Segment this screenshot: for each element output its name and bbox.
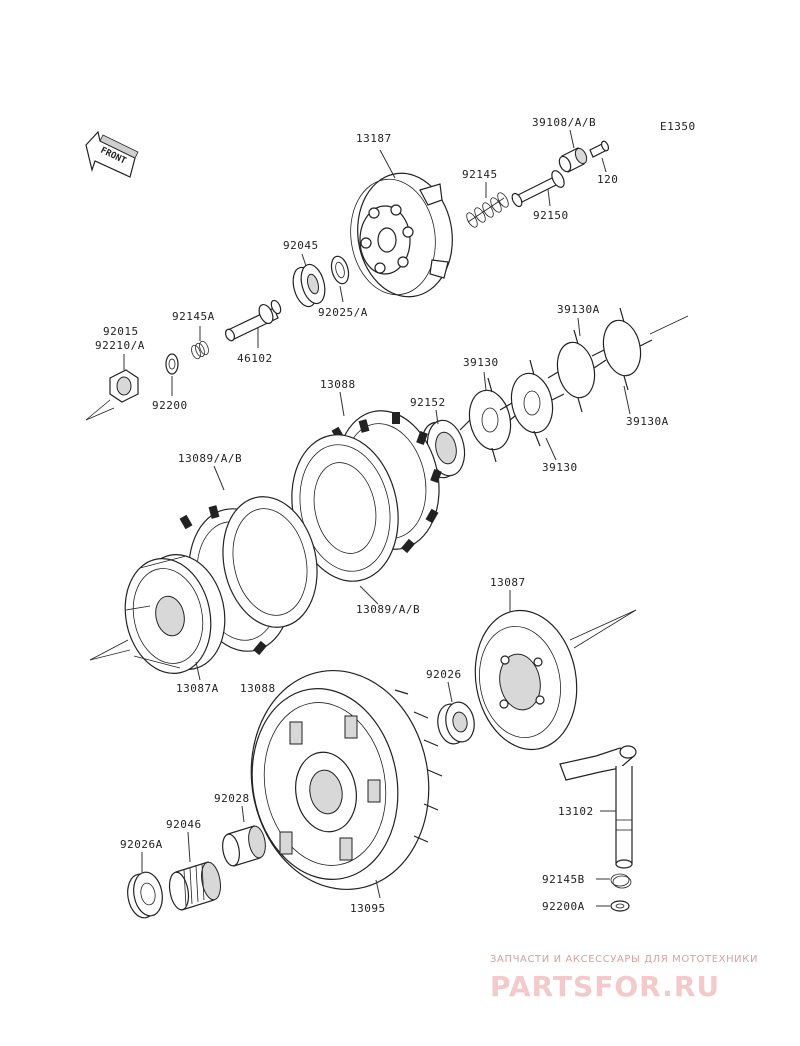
small-bolt: [589, 140, 610, 158]
label-39130A-right: 39130A: [626, 415, 669, 428]
release-shaft: [559, 745, 637, 869]
clutch-hub: [89, 553, 226, 675]
push-rod: [224, 299, 282, 342]
label-13187: 13187: [356, 132, 392, 145]
label-13102: 13102: [558, 805, 594, 818]
label-92025: 92025/A: [318, 306, 368, 319]
label-92045: 92045: [283, 239, 319, 252]
cam-plate-1: [459, 377, 521, 463]
watermark-brand: PARTSFOR.RU: [490, 970, 720, 1003]
label-120: 120: [597, 173, 618, 186]
label-13089-bottom: 13089/A/B: [356, 603, 420, 616]
lifter-holder: [558, 147, 588, 173]
sleeve: [222, 825, 266, 867]
thrust-washer-92026A: [127, 871, 163, 919]
clutch-boss: [474, 609, 637, 751]
label-92145: 92145: [462, 168, 498, 181]
return-spring: [610, 873, 632, 889]
pressure-plate: [350, 172, 453, 298]
needle-bearing-92046: [168, 861, 221, 911]
cam-plate-3: [547, 329, 607, 413]
nut-washer: [165, 353, 179, 375]
label-92028: 92028: [214, 792, 250, 805]
label-92026A: 92026A: [120, 838, 163, 851]
shaft-washer: [610, 900, 630, 912]
label-13087A: 13087A: [176, 682, 219, 695]
thrust-washer-92026: [437, 701, 475, 745]
label-92015: 92015: [103, 325, 139, 338]
label-92026-top: 92026: [426, 668, 462, 681]
front-arrow: FRONT: [85, 130, 139, 178]
label-13089-left: 13089/A/B: [178, 452, 242, 465]
label-13095: 13095: [350, 902, 386, 915]
clutch-housing: [250, 669, 443, 891]
label-13088-top: 13088: [320, 378, 356, 391]
label-39130A-top: 39130A: [557, 303, 600, 316]
push-rod-spring: [191, 340, 209, 360]
label-92150: 92150: [533, 209, 569, 222]
steel-plate-13089-left: [222, 496, 318, 628]
label-92046: 92046: [166, 818, 202, 831]
cam-plate-4: [591, 307, 689, 391]
bearing-washer: [330, 255, 350, 285]
label-92200: 92200: [152, 399, 188, 412]
spring-bolt: [511, 170, 565, 208]
label-46102: 46102: [237, 352, 273, 365]
label-92145B: 92145B: [542, 873, 585, 886]
cam-plate-2: [499, 359, 565, 447]
ball-bearing: [292, 263, 326, 308]
watermark-tagline: ЗАПЧАСТИ И АКСЕССУАРЫ ДЛЯ МОТОТЕХНИКИ: [490, 954, 758, 965]
label-39130-bottom: 39130: [542, 461, 578, 474]
label-92152: 92152: [410, 396, 446, 409]
label-39130-top: 39130: [463, 356, 499, 369]
clutch-nut: [85, 369, 139, 421]
label-13087: 13087: [490, 576, 526, 589]
label-13088-bottom: 13088: [240, 682, 276, 695]
label-39108: 39108/A/B: [532, 116, 596, 129]
label-92200A: 92200A: [542, 900, 585, 913]
clutch-spring: [466, 192, 509, 228]
label-92210: 92210/A: [95, 339, 145, 352]
label-92145A: 92145A: [172, 310, 215, 323]
diagram-code: E1350: [660, 120, 696, 133]
